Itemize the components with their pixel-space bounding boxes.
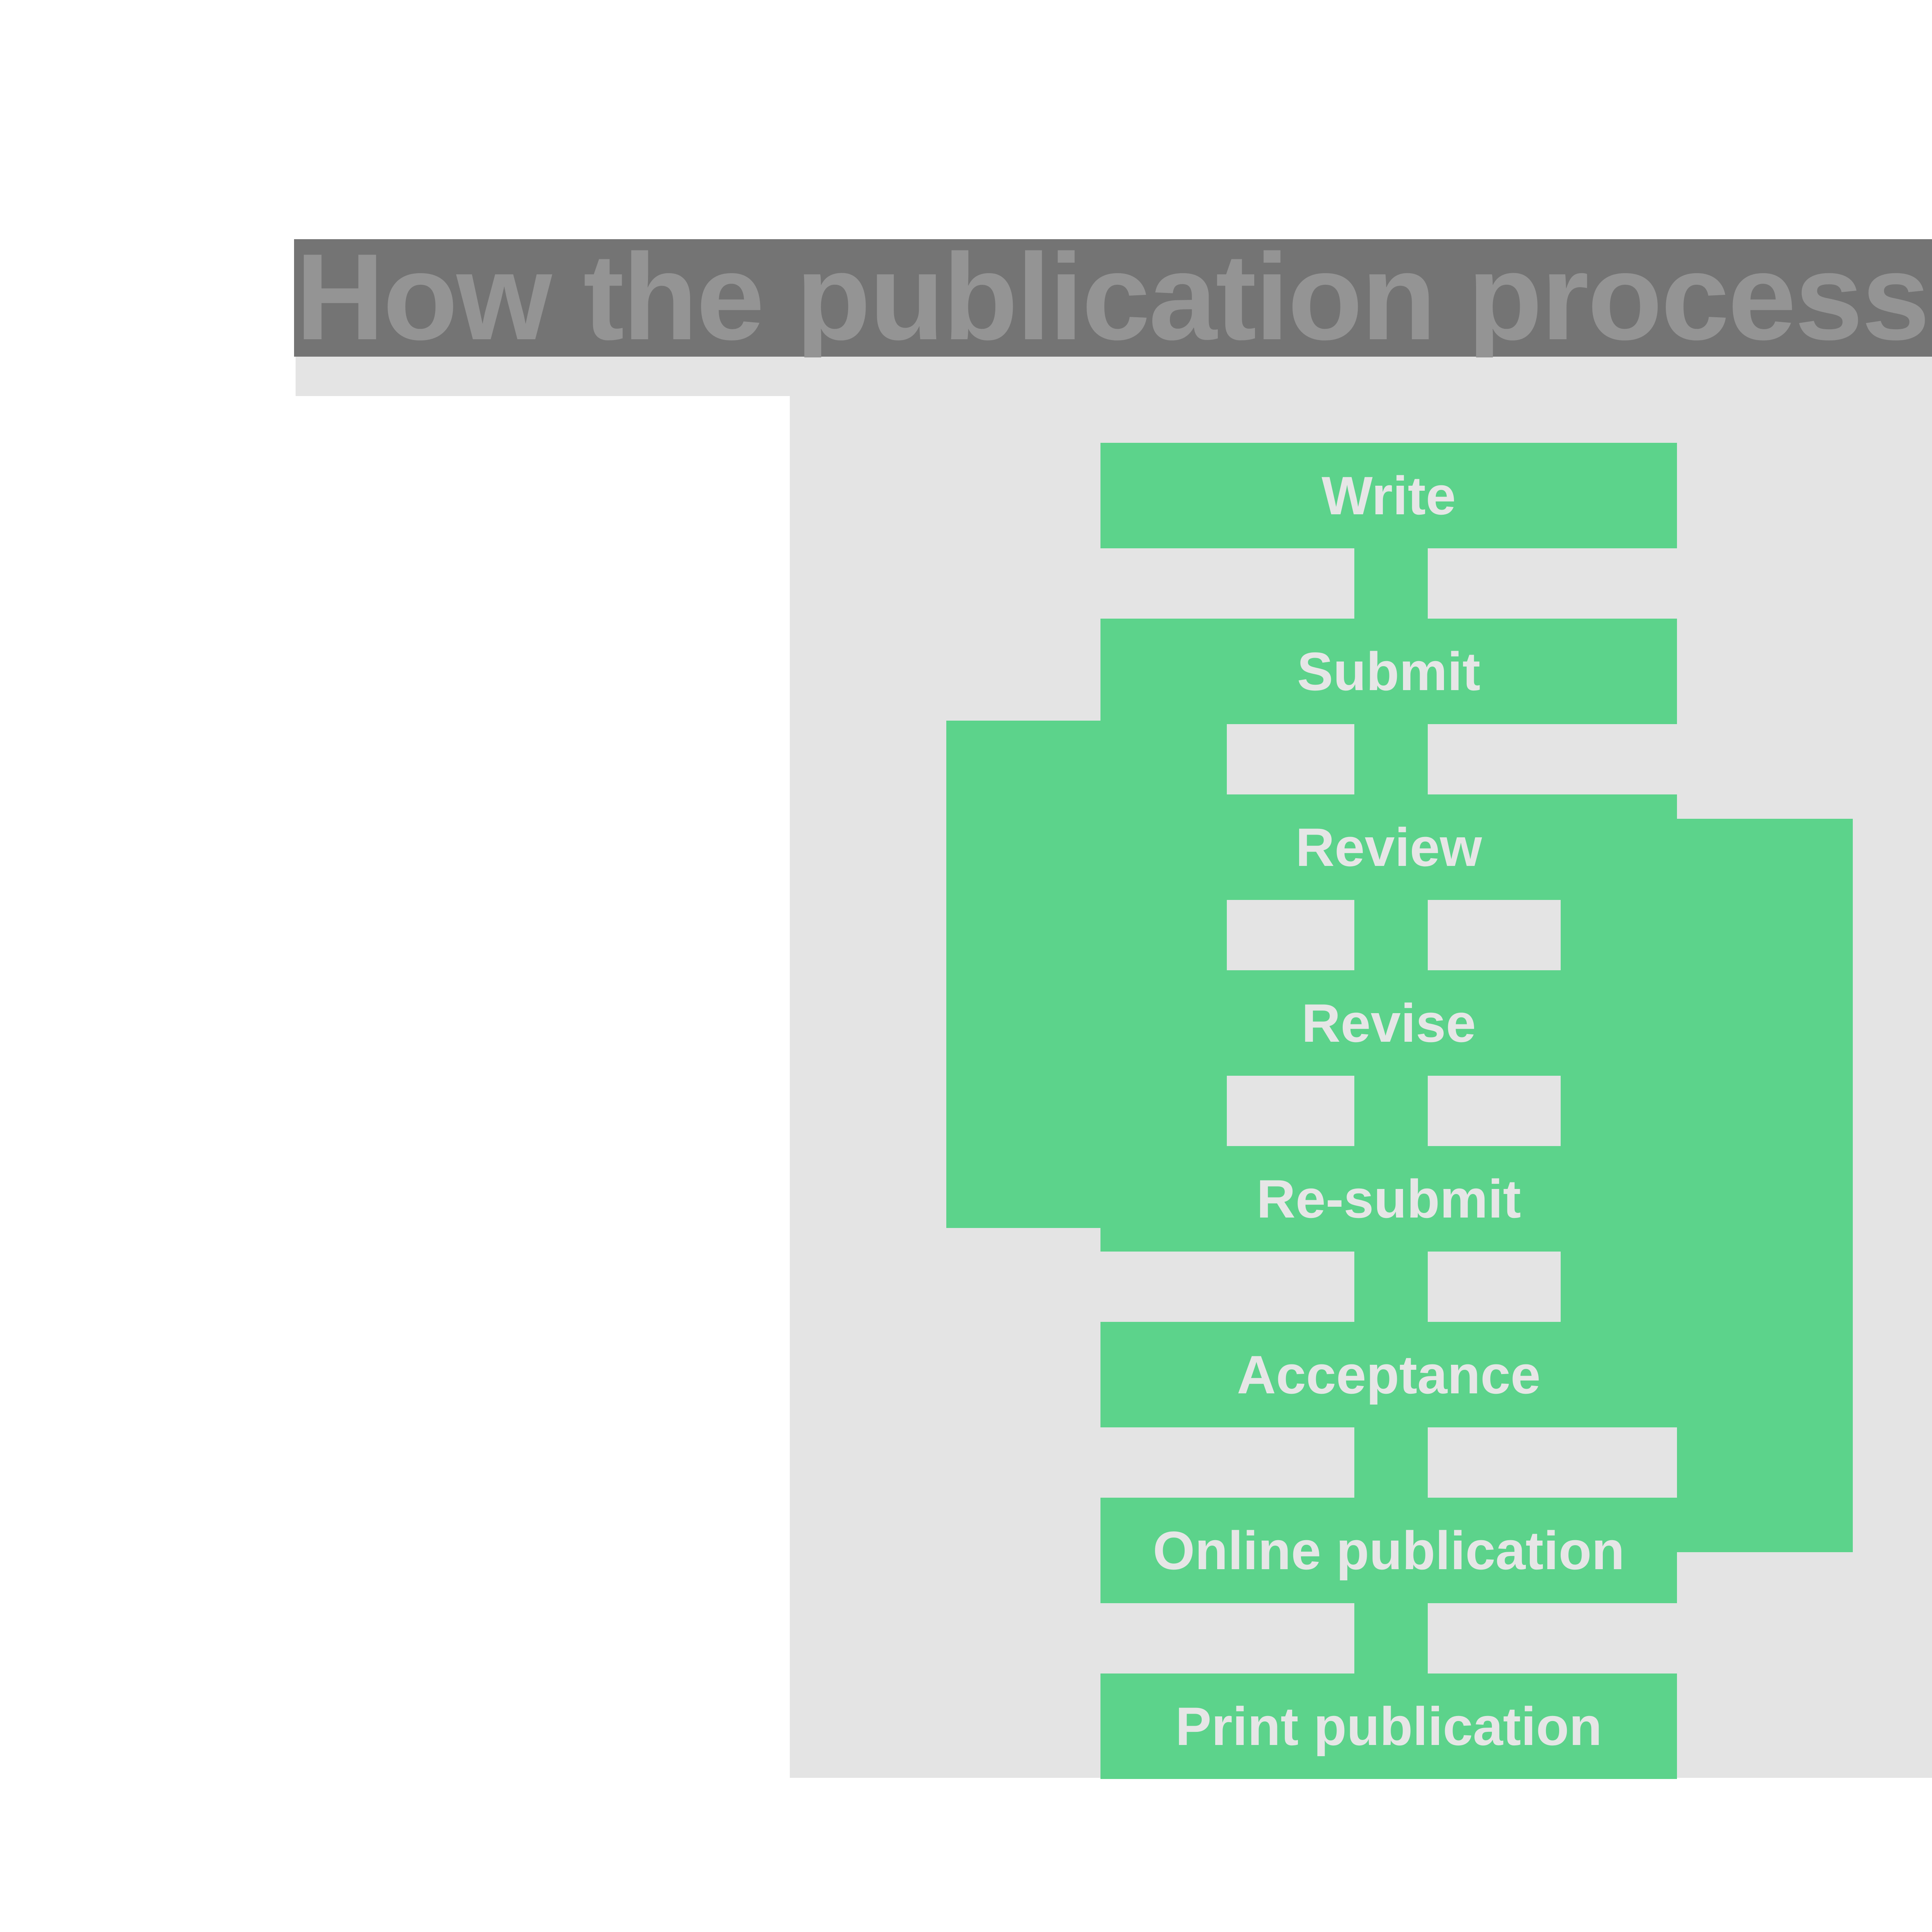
right-feedback-loop-block — [1677, 819, 1853, 1552]
flow-step-label: Acceptance — [1237, 1344, 1541, 1405]
page-title-wrap: How the publication process works — [296, 239, 1932, 357]
connector-acceptance-online — [1354, 1427, 1428, 1498]
flow-step-resubmit: Re-submit — [1100, 1146, 1677, 1252]
flow-step-label: Online publication — [1153, 1520, 1625, 1581]
connector-submit-review — [1354, 724, 1428, 794]
flow-step-label: Print publication — [1175, 1696, 1602, 1757]
flow-step-label: Revise — [1301, 992, 1476, 1053]
flow-step-print-publication: Print publication — [1100, 1673, 1677, 1779]
left-feedback-loop-block — [946, 721, 1100, 1228]
right-loop-arm-resubmit-acceptance — [1561, 1252, 1677, 1322]
page-title: How the publication process works — [296, 239, 1932, 357]
flow-step-submit: Submit — [1100, 619, 1677, 724]
connector-online-print — [1354, 1603, 1428, 1673]
left-loop-arm-review-revise — [1100, 900, 1227, 970]
title-strip — [296, 357, 1932, 396]
connector-resubmit-acceptance — [1354, 1252, 1428, 1322]
flow-step-review: Review — [1100, 794, 1677, 900]
flow-step-acceptance: Acceptance — [1100, 1322, 1677, 1427]
title-bar — [294, 239, 1932, 357]
flow-step-online-publication: Online publication — [1100, 1498, 1677, 1603]
left-loop-arm-revise-resubmit — [1100, 1076, 1227, 1146]
connector-write-submit — [1354, 548, 1428, 619]
right-loop-arm-revise-resubmit — [1561, 1076, 1677, 1146]
flow-step-label: Review — [1295, 816, 1482, 878]
flow-step-write: Write — [1100, 443, 1677, 548]
right-loop-arm-review-revise — [1561, 900, 1677, 970]
connector-revise-resubmit — [1354, 1076, 1428, 1146]
flow-step-label: Re-submit — [1256, 1168, 1521, 1229]
flow-step-label: Submit — [1297, 641, 1481, 702]
flow-step-revise: Revise — [1100, 970, 1677, 1076]
left-loop-arm-submit-review — [1100, 724, 1227, 794]
connector-review-revise — [1354, 900, 1428, 970]
flow-step-label: Write — [1321, 465, 1456, 526]
